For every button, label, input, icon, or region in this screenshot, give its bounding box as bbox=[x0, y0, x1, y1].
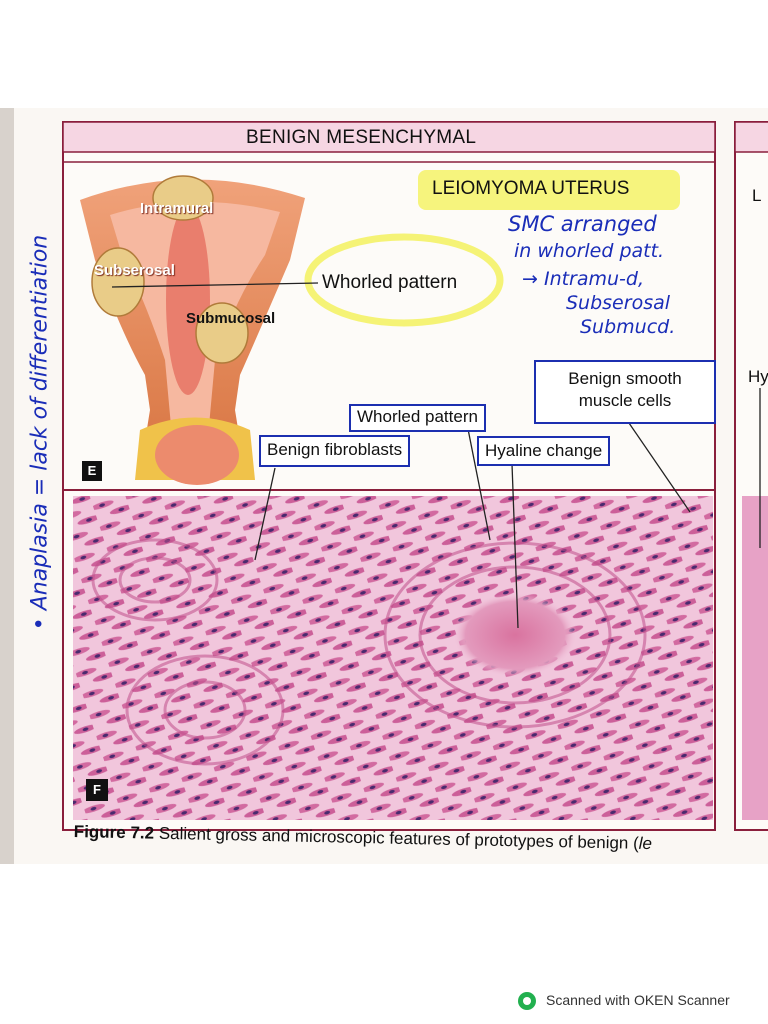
whorled-pattern-gross-label: Whorled pattern bbox=[322, 272, 458, 293]
scanner-watermark: Scanned with OKEN Scanner bbox=[546, 992, 730, 1008]
figure-caption-tail: le bbox=[638, 833, 653, 854]
neighbour-label-fragment: Hy bbox=[748, 367, 768, 386]
hyaline-change-label: Hyaline change bbox=[477, 436, 611, 466]
panel-letter-f: F bbox=[86, 779, 108, 801]
handwritten-note-line-4: Subserosal bbox=[566, 292, 671, 314]
handwritten-note-line-1: SMC arranged bbox=[508, 212, 657, 236]
subserosal-label: Subserosal bbox=[94, 262, 175, 279]
neighbour-heading-fragment: L bbox=[752, 186, 762, 205]
handwritten-note-line-5: Submucd. bbox=[580, 316, 676, 338]
handwritten-margin-note: • Anaplasia = lack of differentiation bbox=[27, 234, 53, 631]
benign-fibroblasts-label: Benign fibroblasts bbox=[259, 435, 411, 467]
panel-letter-e: E bbox=[82, 461, 102, 481]
smooth-muscle-line-1: Benign smooth bbox=[568, 369, 682, 388]
handwritten-note-line-3: → Intramu-d, bbox=[522, 268, 645, 290]
handwritten-note-line-2: in whorled patt. bbox=[514, 240, 665, 262]
whorled-pattern-micro-label: Whorled pattern bbox=[349, 404, 486, 432]
gross-heading: LEIOMYOMA UTERUS bbox=[432, 178, 630, 199]
figure-label: Figure 7.2 bbox=[73, 822, 155, 843]
section-title: BENIGN MESENCHYMAL bbox=[246, 127, 477, 148]
benign-smooth-muscle-label: Benign smooth muscle cells bbox=[534, 360, 716, 424]
submucosal-label: Submucosal bbox=[186, 310, 276, 327]
smooth-muscle-line-2: muscle cells bbox=[578, 391, 672, 410]
intramural-label: Intramural bbox=[140, 200, 214, 217]
